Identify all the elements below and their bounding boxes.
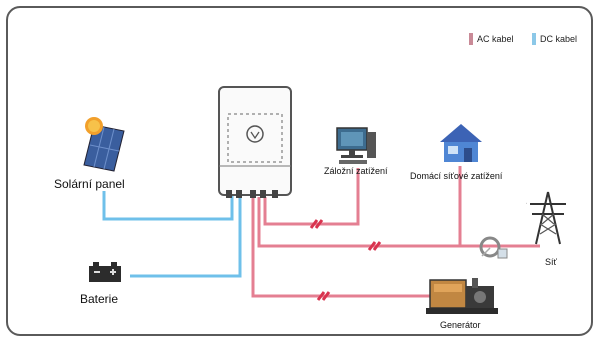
- generator-icon: [426, 278, 498, 314]
- legend-ac: AC kabel: [469, 33, 514, 45]
- ac-wires: [251, 166, 540, 298]
- generator-label: Generátor: [440, 320, 481, 330]
- house-icon: [440, 124, 482, 162]
- legend-ac-label: AC kabel: [477, 34, 514, 44]
- grid-ac-wire: [257, 197, 540, 248]
- grid-label: Síť: [545, 257, 557, 267]
- backup-load-label: Záložní zatížení: [324, 166, 388, 176]
- backup-ac-wire: [263, 168, 360, 226]
- battery-label: Baterie: [80, 292, 119, 306]
- breaker-markers: [309, 219, 382, 301]
- power-pylon-icon: [526, 191, 566, 245]
- dc-wires: [102, 191, 242, 278]
- generator-ac-wire: [251, 197, 432, 298]
- legend-dc: DC kabel: [532, 33, 577, 45]
- solar-panel-icon: [83, 117, 125, 172]
- meter-icon: [479, 236, 508, 259]
- diagram-frame: [6, 6, 593, 336]
- home-load-label: Domácí síťové zatížení: [410, 171, 503, 181]
- inverter-icon: [218, 86, 292, 198]
- solar-panel-label: Solární panel: [54, 177, 125, 191]
- legend-ac-swatch: [469, 33, 473, 45]
- computer-icon: [336, 127, 376, 164]
- battery-dc-wire: [130, 196, 242, 278]
- legend-dc-label: DC kabel: [540, 34, 578, 44]
- battery-icon: [89, 262, 121, 282]
- solar-dc-wire: [102, 191, 234, 221]
- legend-dc-swatch: [532, 33, 536, 45]
